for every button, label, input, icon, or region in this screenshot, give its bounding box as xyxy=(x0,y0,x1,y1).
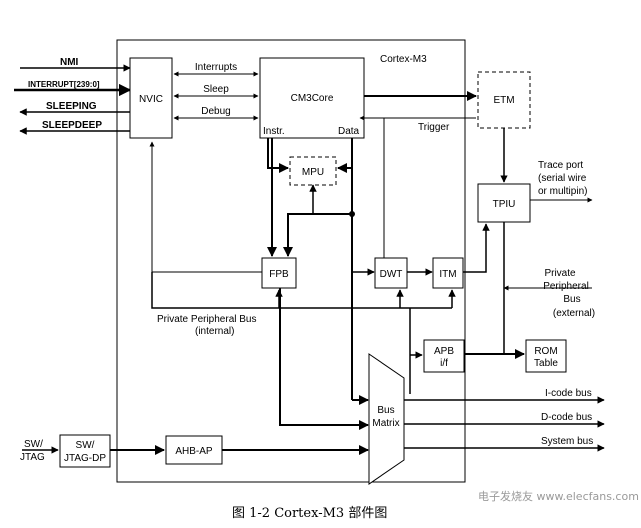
ppb-internal-label-1: Private Peripheral Bus xyxy=(157,314,257,325)
cm3core-block: CM3Core Instr. Data xyxy=(259,57,365,139)
svg-text:or multipin): or multipin) xyxy=(538,186,587,197)
svg-text:Sleep: Sleep xyxy=(203,84,229,95)
nvic-ppb-links xyxy=(149,141,262,273)
svg-text:JTAG: JTAG xyxy=(20,452,45,463)
ppb-internal-label-2: (internal) xyxy=(195,326,234,337)
svg-text:Debug: Debug xyxy=(201,106,230,117)
trigger-link: Trigger xyxy=(359,115,476,133)
svg-text:ETM: ETM xyxy=(493,95,514,106)
debug-link: Debug xyxy=(173,106,259,121)
interrupt-signal: INTERRUPT[239:0] xyxy=(14,80,132,97)
fpb-to-matrix xyxy=(279,288,369,430)
svg-text:DWT: DWT xyxy=(380,269,403,280)
svg-text:I-code bus: I-code bus xyxy=(545,388,592,399)
svg-text:SLEEPDEEP: SLEEPDEEP xyxy=(42,120,102,131)
icode-bus: I-code bus xyxy=(404,388,605,404)
svg-text:(external): (external) xyxy=(553,308,595,319)
svg-text:NMI: NMI xyxy=(60,57,79,68)
ahb-ap-block: AHB-AP xyxy=(165,435,223,465)
svg-text:TPIU: TPIU xyxy=(493,199,516,210)
system-bus: System bus xyxy=(404,436,605,452)
itm-to-tpiu xyxy=(463,223,490,273)
svg-text:CM3Core: CM3Core xyxy=(291,93,334,104)
svg-text:APB: APB xyxy=(434,346,454,357)
svg-text:ROM: ROM xyxy=(534,346,557,357)
cortex-m3-boundary xyxy=(116,39,466,483)
instr-data-paths xyxy=(267,138,353,400)
etm-block: ETM xyxy=(477,71,531,129)
svg-text:Bus: Bus xyxy=(563,294,580,305)
svg-text:INTERRUPT[239:0]: INTERRUPT[239:0] xyxy=(28,80,100,89)
junction-dot xyxy=(349,211,355,217)
apb-if-block: APB i/f xyxy=(423,339,465,373)
svg-text:Bus: Bus xyxy=(377,405,394,416)
sleepdeep-signal: SLEEPDEEP xyxy=(19,120,130,135)
sleeping-signal: SLEEPING xyxy=(19,101,130,116)
itm-block: ITM xyxy=(432,257,464,289)
fpb-block: FPB xyxy=(261,257,297,289)
svg-text:SW/: SW/ xyxy=(24,439,43,450)
svg-text:Table: Table xyxy=(534,358,558,369)
svg-text:Trace port: Trace port xyxy=(538,160,583,171)
svg-text:JTAG-DP: JTAG-DP xyxy=(64,453,106,464)
svg-text:(serial wire: (serial wire xyxy=(538,173,587,184)
svg-text:Peripheral: Peripheral xyxy=(543,281,589,292)
svg-text:Interrupts: Interrupts xyxy=(195,62,237,73)
svg-text:SLEEPING: SLEEPING xyxy=(46,101,97,112)
cortex-m3-title: Cortex-M3 xyxy=(380,54,427,65)
bus-matrix-block: Bus Matrix xyxy=(368,353,405,485)
svg-text:AHB-AP: AHB-AP xyxy=(175,446,213,457)
tpiu-block: TPIU xyxy=(477,183,531,223)
svg-text:System bus: System bus xyxy=(541,436,593,447)
svg-text:MPU: MPU xyxy=(302,167,324,178)
sw-jtag-dp-block: SW/ JTAG-DP xyxy=(59,434,111,468)
dcode-bus: D-code bus xyxy=(404,412,605,428)
nmi-signal: NMI xyxy=(20,57,131,72)
trace-port: Trace port (serial wire or multipin) xyxy=(530,160,593,203)
rom-table-block: ROM Table xyxy=(525,339,567,373)
svg-text:Private: Private xyxy=(544,268,576,279)
interrupts-link: Interrupts xyxy=(173,62,259,77)
svg-text:SW/: SW/ xyxy=(76,440,95,451)
nvic-block: NVIC xyxy=(129,57,173,139)
svg-text:NVIC: NVIC xyxy=(139,94,163,105)
svg-text:Matrix: Matrix xyxy=(372,418,399,429)
svg-text:ITM: ITM xyxy=(439,269,456,280)
svg-text:Instr.: Instr. xyxy=(263,126,285,137)
sw-jtag-input: SW/ JTAG xyxy=(20,439,59,463)
external-ppb: Private Peripheral Bus (external) xyxy=(503,222,595,354)
figure-caption: 图 1-2 Cortex-M3 部件图 xyxy=(232,506,387,521)
svg-text:Trigger: Trigger xyxy=(418,122,450,133)
watermark: 电子发烧友 www.elecfans.com xyxy=(478,489,639,503)
svg-text:i/f: i/f xyxy=(440,358,448,369)
svg-text:D-code bus: D-code bus xyxy=(541,412,592,423)
dwt-block: DWT xyxy=(374,257,408,289)
sleep-link: Sleep xyxy=(173,84,259,99)
mpu-block: MPU xyxy=(289,156,337,186)
svg-text:FPB: FPB xyxy=(269,269,289,280)
svg-text:Data: Data xyxy=(338,126,360,137)
